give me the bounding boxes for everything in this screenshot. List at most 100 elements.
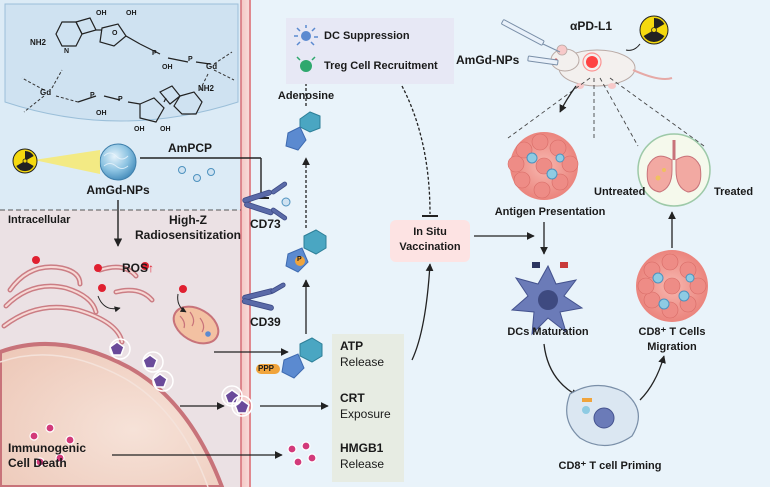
atp-subtitle: Release [340, 355, 385, 369]
chem-oh-1: OH [96, 10, 107, 17]
high-z-label: High-Z [169, 213, 207, 227]
radiation-icon-left [12, 148, 38, 174]
crt-halo [221, 385, 243, 407]
radiation-beam [34, 150, 100, 174]
bond [195, 61, 211, 65]
radiation-wave [625, 43, 641, 51]
cd39-receptor [241, 282, 286, 311]
bond [167, 57, 189, 63]
nucleus [0, 342, 225, 487]
chem-p-2: P [188, 56, 193, 63]
atp-title: ATP [340, 339, 364, 353]
apdl1-label: αPD-L1 [570, 19, 613, 33]
cd8-priming-label: CD8⁺ T cell Priming [558, 460, 662, 472]
dendritic-cell [510, 262, 584, 336]
syringe-amgd [527, 55, 559, 66]
coord-bond [55, 95, 79, 103]
adenosine-molecule-atp [281, 337, 323, 379]
bond [103, 95, 121, 101]
in-situ-label: In Situ [413, 226, 447, 238]
adenine-ring-2 [173, 91, 203, 115]
ampcp-particle [178, 166, 186, 174]
t-cell-priming [566, 384, 639, 447]
coord-bond [51, 69, 63, 89]
adenosine-label: Adenosine [277, 90, 335, 102]
mouse-to-tumor-arrow [559, 85, 577, 113]
dc-suppression-label: DC Suppression [324, 30, 410, 42]
mitochondrion [172, 305, 220, 345]
ros-curve-arrow [177, 293, 187, 313]
chem-n-letter: N [64, 48, 70, 55]
treg-recruitment-label: Treg Cell Recruitment [324, 60, 438, 72]
chem-structure-box [4, 3, 239, 122]
vaccination-box [390, 220, 470, 262]
ampcp-particle [193, 174, 201, 182]
cd8-migration-label-2: Migration [647, 341, 697, 353]
hmgb1-particles-released [287, 441, 317, 467]
intracellular-label: Intracellular [8, 214, 71, 226]
lung-illustration [646, 140, 702, 193]
coord-bond [213, 69, 235, 81]
dc-inhibition-arrow [401, 85, 431, 215]
ros-increase-arrow: ↑ [148, 261, 155, 275]
nucleus-inner-membrane [0, 354, 209, 487]
ros-label: ROS↑ [122, 261, 155, 276]
ros-particles [32, 256, 187, 293]
chem-gd-2: Gd [40, 88, 52, 97]
crt-halo [109, 338, 131, 360]
amgd-mouse-label: AmGd-NPs [456, 53, 520, 67]
mouse-to-tumor-dashed [507, 77, 591, 139]
chem-oh-2: OH [126, 10, 137, 17]
syringe-apdl1 [501, 19, 561, 53]
crt-pentagons [109, 341, 250, 414]
crt-halo [152, 370, 174, 392]
chem-oh-3: OH [162, 64, 173, 71]
chem-p-4: P [118, 96, 123, 103]
coord-bond [213, 51, 233, 65]
coord-bond [23, 95, 45, 113]
crt-subtitle: Exposure [340, 407, 391, 421]
immunogenic-label: Immunogenic [8, 441, 87, 455]
cd8-migration-tumor [636, 250, 708, 322]
chem-oh-4: OH [96, 110, 107, 117]
chem-oh-5: OH [134, 126, 145, 133]
bond [127, 101, 141, 105]
hmgb1-title: HMGB1 [340, 441, 384, 455]
antigen-presentation-label: Antigen Presentation [494, 206, 606, 218]
phosphate-ppp-label: PPP [258, 364, 275, 373]
radiosensitization-label: Radiosensitization [134, 228, 242, 242]
ampcp-particle [207, 168, 215, 176]
tumor-antigen-presentation [507, 132, 579, 200]
dc-icon [294, 25, 318, 46]
mouse-to-lung-dashed [609, 77, 705, 147]
nanoparticle-sphere [99, 143, 137, 181]
treated-label: Treated [714, 186, 754, 198]
vaccination-label: Vaccination [399, 241, 461, 253]
dcs-maturation-label: DCs Maturation [507, 326, 589, 338]
mouse-illustration [550, 44, 673, 89]
priming-to-migration-arrow [639, 355, 666, 401]
cd8-migration-label-1: CD8⁺ T Cells [638, 326, 706, 338]
chem-gd-1: Gd [206, 62, 218, 71]
nanoparticle-texture [103, 152, 129, 169]
amgd-nps-label: AmGd-NPs [86, 183, 150, 197]
ampcp-label: AmPCP [168, 141, 213, 155]
membrane-band [241, 0, 251, 487]
chem-nh2-b: NH2 [198, 84, 215, 93]
cd73-receptor [242, 181, 288, 221]
mouse-to-lung-dashed [599, 77, 639, 147]
chem-o-letter: O [112, 30, 118, 37]
crt-halo [142, 351, 164, 373]
bond [77, 95, 97, 103]
untreated-label: Untreated [594, 186, 646, 198]
release-box [332, 334, 404, 482]
cell-death-label: Cell Death [8, 456, 67, 470]
chem-nh2-a: NH2 [30, 38, 47, 47]
radiation-icon-right [639, 15, 669, 45]
ribose-ring-2 [139, 97, 165, 123]
ribose-ring-1 [99, 23, 127, 47]
endoplasmic-reticulum-inner [3, 266, 153, 343]
bond [125, 35, 141, 45]
